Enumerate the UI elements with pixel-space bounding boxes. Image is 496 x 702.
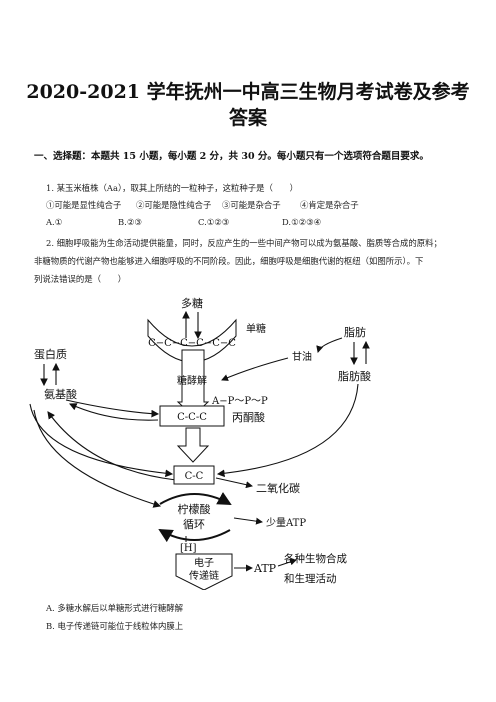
section-heading: 一、选择题：本题共 15 小题，每小题 2 分，共 30 分。每小题只有一个选项… — [34, 151, 429, 162]
pyruvate-box — [159, 405, 225, 427]
hexose-chain: C−C−C−C−C−C — [148, 338, 236, 349]
label-little-atp: 少量ATP — [266, 517, 306, 529]
metabolism-diagram: 多糖 C−C−C−C−C−C 单糖 糖酵解 蛋白质 氨基酸 脂肪 甘油 脂肪酸 … — [29, 296, 371, 590]
label-cycle: 循环 — [183, 518, 205, 531]
label-fat: 脂肪 — [344, 325, 366, 339]
arrow-fattyacid-to-acetyl — [216, 383, 359, 478]
document-title-line2: 答案 — [228, 107, 267, 129]
pyruvate-chain: C-C-C — [177, 412, 207, 423]
label-citric: 柠檬酸 — [178, 502, 211, 516]
q1-option-b: B.②③ — [118, 217, 142, 227]
q1-statement-4: ④肯定是杂合子 — [300, 200, 359, 210]
q2-line1: 2. 细胞呼吸能为生命活动提供能量，同时，反应产生的一些中间产物可以成为氨基酸、… — [46, 238, 442, 248]
acetyl-chain: C-C — [185, 471, 204, 482]
atp-formula: A−P～P～P — [211, 396, 268, 407]
label-monosaccharide: 单糖 — [246, 322, 266, 335]
q2-option-a: A. 多糖水解后以单糖形式进行糖酵解 — [46, 603, 183, 613]
arrow-fat-to-glycerol — [316, 337, 343, 353]
label-polysaccharide: 多糖 — [181, 296, 203, 310]
arrow-pyruvate-to-aa — [68, 403, 159, 421]
label-h: [H] — [180, 543, 197, 554]
pyruvate-down-arrow — [176, 427, 210, 463]
q1-statement-1: ①可能是显性纯合子 — [46, 200, 122, 210]
label-etc-1: 电子 — [194, 556, 214, 569]
label-synthesis-2: 和生理活动 — [284, 572, 337, 585]
label-etc-2: 传递链 — [189, 569, 219, 582]
q1-option-d: D.①②③④ — [282, 217, 322, 227]
arrow-acetyl-to-aa — [47, 411, 177, 481]
document-title-line1: 2020-2021 学年抚州一中高三生物月考试卷及参考 — [26, 81, 470, 103]
q1-option-c: C.①②③ — [198, 217, 230, 227]
q2-line2: 非糖物质的代谢产物也能够进入细胞呼吸的不同阶段。因此，细胞呼吸是细胞代谢的枢纽（… — [34, 256, 424, 266]
arrow-to-little-atp — [233, 517, 263, 525]
label-co2: 二氧化碳 — [256, 481, 300, 495]
acetyl-box — [173, 465, 215, 485]
etc-shape — [175, 553, 233, 590]
hexose-shape — [147, 318, 237, 363]
q1-stem: 1. 某玉米植株（Aa），取其上所结的一粒种子，这粒种子是（ ） — [46, 183, 298, 193]
label-protein: 蛋白质 — [34, 347, 67, 361]
label-glycolysis: 糖酵解 — [177, 374, 207, 387]
label-pyruvate: 丙酮酸 — [232, 410, 265, 424]
q2-line3: 列说法错误的是（ ） — [34, 274, 127, 284]
label-synthesis-1: 各种生物合成 — [284, 552, 347, 565]
arrow-aa-to-acetyl — [29, 403, 174, 478]
arrow-aa-to-pyruvate — [65, 399, 160, 418]
q2-option-b: B. 电子传递链可能位于线粒体内膜上 — [46, 621, 184, 631]
label-glycerol: 甘油 — [292, 350, 312, 363]
label-atp: ATP — [253, 562, 277, 575]
cycle-arc-top — [159, 492, 232, 505]
q1-statement-3: ③可能是杂合子 — [222, 200, 281, 210]
q1-option-a: A.① — [46, 217, 63, 227]
q1-statement-2: ②可能是隐性纯合子 — [136, 200, 212, 210]
cycle-arc-bottom — [158, 528, 231, 543]
label-fatty-acid: 脂肪酸 — [338, 369, 371, 383]
label-amino-acid: 氨基酸 — [44, 387, 77, 401]
arrow-glycerol-to-glycolysis — [221, 357, 289, 381]
arrow-to-co2 — [215, 477, 253, 489]
arrow-aa-to-citric — [33, 409, 162, 508]
arrow-atp-to-synthesis — [277, 558, 297, 567]
